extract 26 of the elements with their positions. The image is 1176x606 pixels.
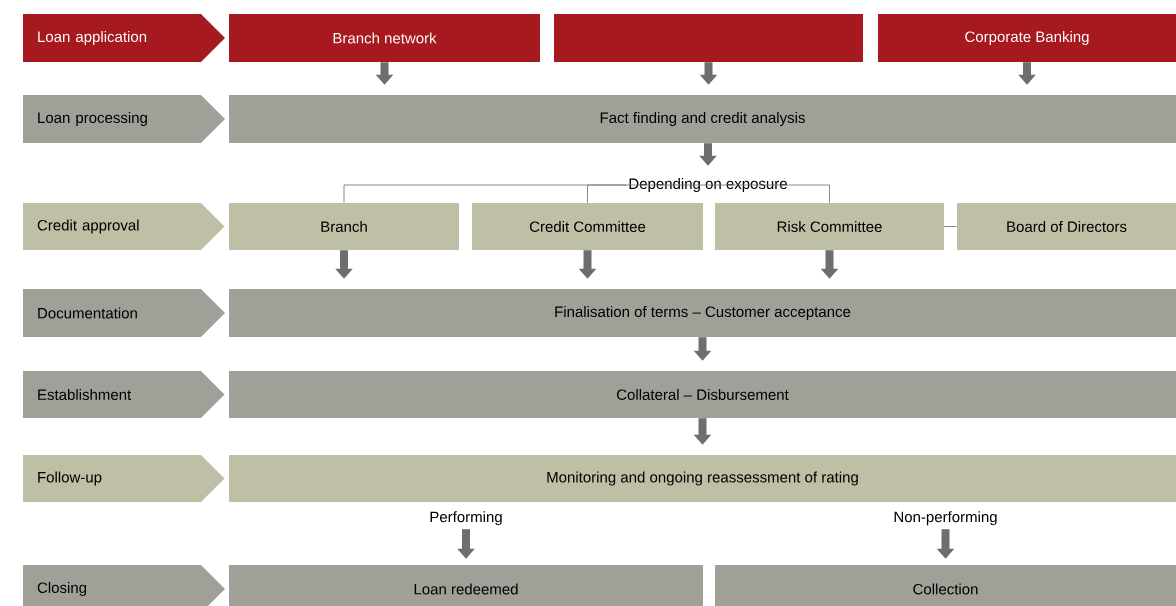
edge-label: Non-performing — [892, 510, 999, 527]
process-box: Finalisation of terms – Customer acceptance — [229, 289, 1176, 337]
process-box: Collection — [715, 565, 1176, 606]
connector-line — [943, 226, 958, 227]
stage-label: Closing — [23, 565, 225, 606]
process-box: Collateral – Disbursement — [229, 371, 1176, 418]
process-box: Fact finding and credit analysis — [229, 95, 1176, 143]
process-box: Loan redeemed — [229, 565, 703, 606]
process-box: Credit Committee — [472, 203, 703, 250]
process-box: Monitoring and ongoing reassessment of rating — [229, 455, 1176, 502]
edge-label: Performing — [428, 510, 504, 527]
process-box: Risk Committee — [715, 203, 944, 250]
bracket-label: Depending on exposure — [629, 178, 787, 192]
stage-label: Loan application — [23, 14, 225, 62]
process-box: Branch network — [229, 14, 540, 62]
process-box: Corporate Banking — [878, 14, 1176, 62]
stage-label: Credit approval — [23, 203, 225, 250]
stage-label: Establishment — [23, 371, 225, 418]
stage-label: Loan processing — [23, 95, 225, 143]
bracket-line — [587, 184, 627, 204]
stage-label: Follow-up — [23, 455, 225, 502]
process-box: Board of Directors — [957, 203, 1176, 250]
process-box — [554, 14, 863, 62]
process-box: Branch — [229, 203, 459, 250]
stage-label: Documentation — [23, 289, 225, 337]
bracket-line — [625, 184, 830, 204]
